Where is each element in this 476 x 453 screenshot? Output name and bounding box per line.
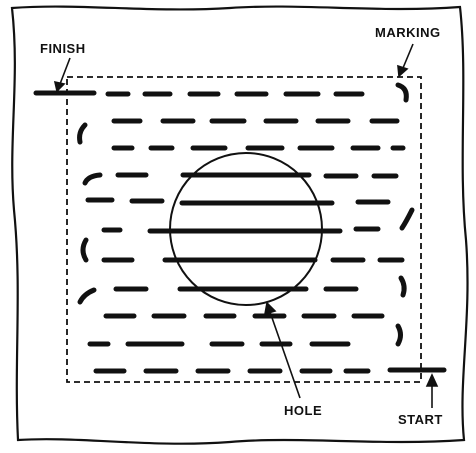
- finish-arrow: [55, 58, 70, 91]
- darning-stitches: [36, 85, 444, 371]
- hole-label: HOLE: [284, 404, 322, 417]
- start-label: START: [398, 413, 443, 426]
- finish-label: FINISH: [40, 42, 86, 55]
- marking-label: MARKING: [375, 26, 441, 39]
- start-arrow: [427, 375, 437, 408]
- marking-arrow: [398, 44, 413, 76]
